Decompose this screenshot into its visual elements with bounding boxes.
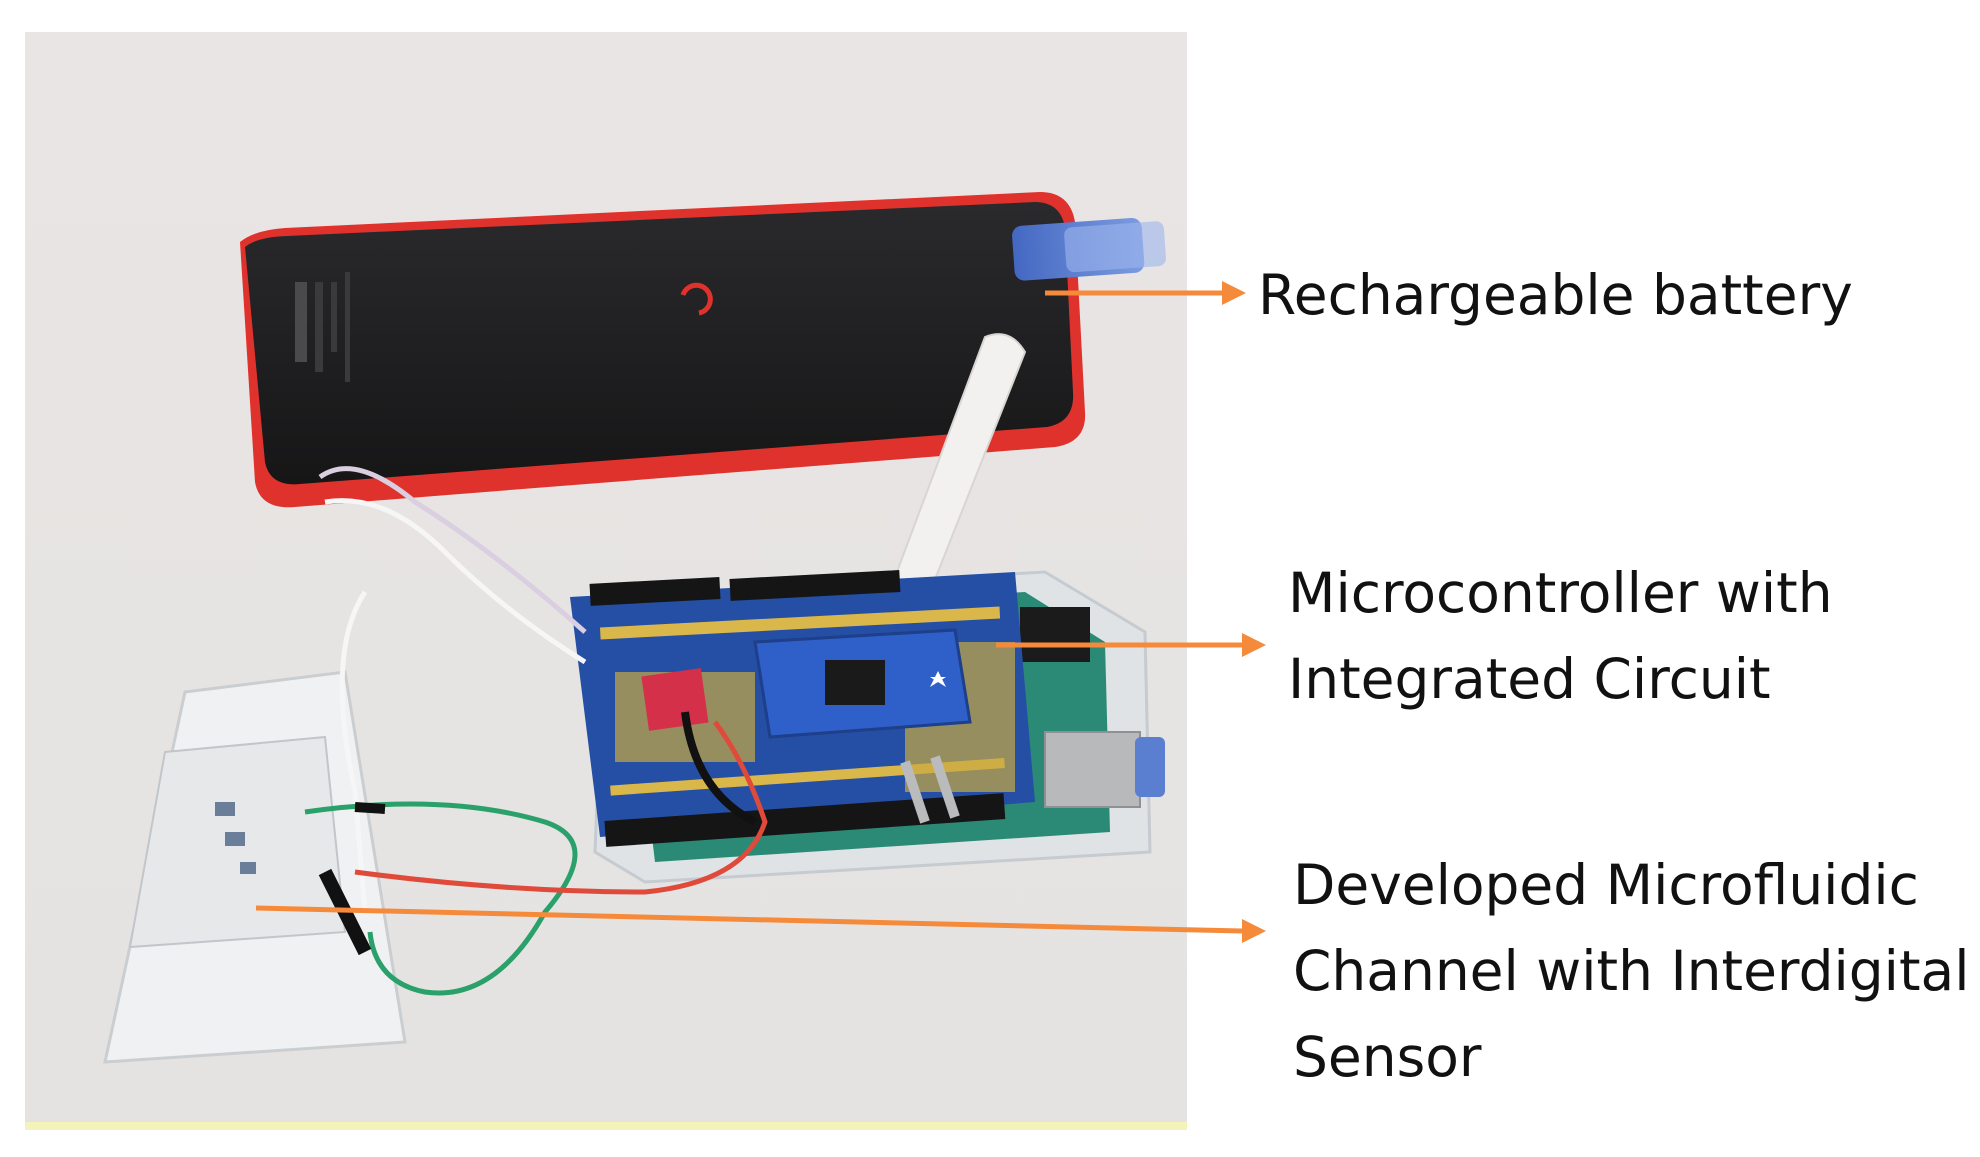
label-microcontroller-line1: Microcontroller with <box>1288 561 1833 625</box>
bottom-strip <box>25 1122 1187 1130</box>
microfluidic-chip <box>103 670 407 1064</box>
jumper-wires <box>304 466 960 996</box>
arrow-channel <box>255 905 1266 943</box>
red-breakout-board <box>641 668 709 731</box>
arrow-battery <box>1045 281 1246 305</box>
label-microcontroller-line2: Integrated Circuit <box>1288 647 1771 711</box>
label-microfluidic-line2: Channel with Interdigital <box>1293 939 1970 1003</box>
photo-illustration <box>25 32 1187 1129</box>
label-microfluidic-line3: Sensor <box>1293 1025 1482 1089</box>
antenna <box>893 333 1027 594</box>
usb-cable <box>1012 217 1166 281</box>
power-bank <box>240 192 1086 508</box>
label-microfluidic-line1: Developed Microfluidic <box>1293 853 1919 917</box>
label-rechargeable-battery: Rechargeable battery <box>1258 263 1853 327</box>
arrow-microcontroller <box>996 633 1266 657</box>
sensor-breakout-board <box>753 628 972 739</box>
device-photo <box>25 32 1187 1129</box>
